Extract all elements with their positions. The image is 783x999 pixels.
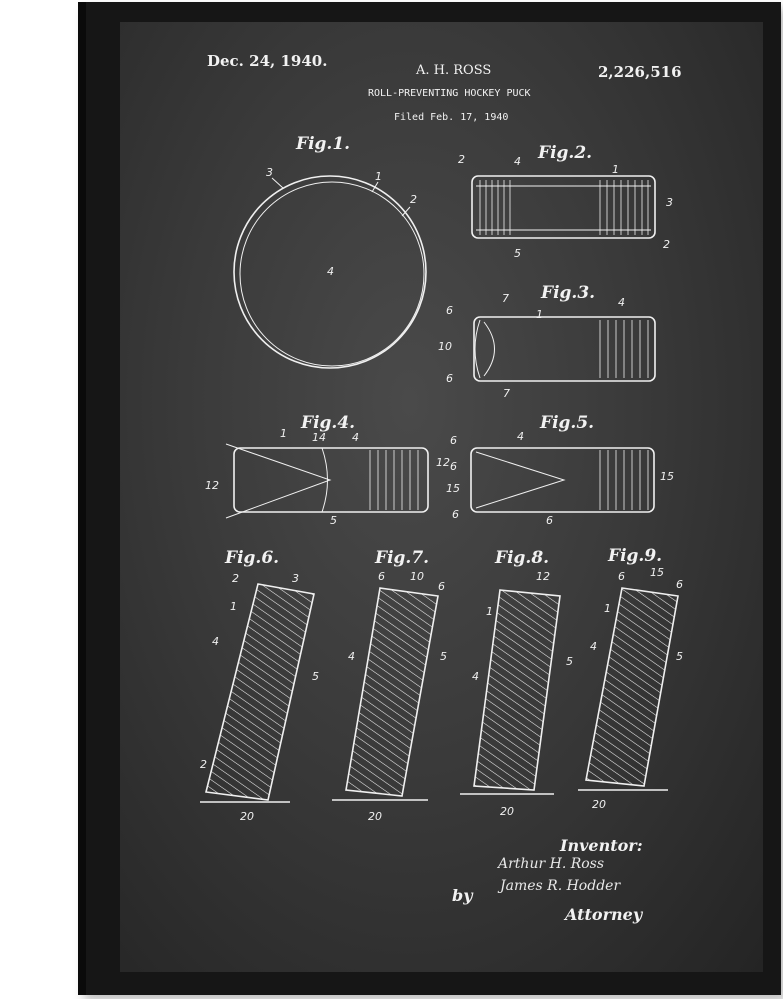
svg-text:2: 2	[458, 153, 465, 166]
fig8-label: Fig.8.	[495, 548, 550, 568]
svg-text:1: 1	[604, 602, 611, 615]
svg-text:5: 5	[440, 650, 447, 663]
svg-text:20: 20	[500, 805, 514, 818]
patent-filed: Filed Feb. 17, 1940	[394, 112, 509, 123]
svg-text:6: 6	[618, 570, 625, 583]
fig3-label: Fig.3.	[541, 283, 596, 303]
fig5-label: Fig.5.	[540, 413, 595, 433]
svg-text:3: 3	[266, 166, 273, 179]
fig1-puck-top-view: 4 3 1 2	[233, 166, 427, 369]
fig2-puck-side-view: 2 4 1 3 2 5	[458, 153, 673, 260]
svg-text:4: 4	[517, 430, 524, 443]
svg-text:12: 12	[205, 479, 219, 492]
svg-text:15: 15	[446, 482, 460, 495]
svg-text:5: 5	[514, 247, 521, 260]
fig3-puck-side-view: 6 7 1 4 10 6 7	[438, 292, 656, 400]
svg-text:2: 2	[232, 572, 239, 585]
fig6-tilted-puck: 2 3 1 4 5 2 20	[200, 572, 319, 823]
svg-text:10: 10	[410, 570, 424, 583]
svg-text:4: 4	[514, 155, 521, 168]
svg-text:5: 5	[676, 650, 683, 663]
fig8-tilted-puck: 12 1 4 5 20	[460, 570, 573, 818]
svg-text:4: 4	[212, 635, 219, 648]
attorney-label: Attorney	[565, 905, 643, 924]
fig4-label: Fig.4.	[301, 413, 356, 433]
svg-text:14: 14	[312, 431, 326, 444]
svg-text:4: 4	[352, 431, 359, 444]
svg-text:2: 2	[410, 193, 417, 206]
fig4-puck-side-view: 1 14 4 12 12 5	[205, 427, 450, 527]
svg-text:1: 1	[230, 600, 237, 613]
svg-text:6: 6	[438, 580, 445, 593]
fig6-label: Fig.6.	[225, 548, 280, 568]
patent-title: ROLL-PREVENTING HOCKEY PUCK	[368, 88, 531, 99]
svg-text:1: 1	[486, 605, 493, 618]
patent-date: Dec. 24, 1940.	[207, 52, 328, 70]
svg-text:15: 15	[650, 566, 664, 579]
svg-text:6: 6	[676, 578, 683, 591]
chalkboard-print	[120, 22, 763, 972]
svg-text:4: 4	[327, 265, 334, 278]
svg-text:5: 5	[312, 670, 319, 683]
attorney-signature: James R. Hodder	[500, 878, 621, 894]
svg-text:12: 12	[536, 570, 550, 583]
svg-text:3: 3	[666, 196, 673, 209]
svg-text:1: 1	[280, 427, 287, 440]
svg-text:6: 6	[378, 570, 385, 583]
svg-text:6: 6	[450, 434, 457, 447]
svg-text:4: 4	[590, 640, 597, 653]
patent-number: 2,226,516	[598, 63, 682, 81]
by-label: by	[452, 886, 473, 905]
svg-text:1: 1	[536, 308, 543, 321]
fig9-label: Fig.9.	[608, 546, 663, 566]
svg-text:6: 6	[452, 508, 459, 521]
canvas-frame-edge	[78, 2, 86, 995]
svg-text:7: 7	[502, 292, 509, 305]
svg-text:4: 4	[472, 670, 479, 683]
svg-text:5: 5	[330, 514, 337, 527]
svg-text:12: 12	[436, 456, 450, 469]
svg-text:10: 10	[438, 340, 452, 353]
svg-text:6: 6	[446, 372, 453, 385]
svg-text:4: 4	[348, 650, 355, 663]
svg-text:2: 2	[663, 238, 670, 251]
svg-text:3: 3	[292, 572, 299, 585]
svg-text:6: 6	[546, 514, 553, 527]
svg-text:7: 7	[503, 387, 510, 400]
svg-text:15: 15	[660, 470, 674, 483]
svg-text:6: 6	[450, 460, 457, 473]
svg-text:2: 2	[200, 758, 207, 771]
fig2-label: Fig.2.	[538, 143, 593, 163]
svg-text:20: 20	[240, 810, 254, 823]
fig5-puck-side-view: 6 4 6 15 15 6 6	[446, 430, 674, 527]
patent-inventor-header: A. H. ROSS	[416, 63, 492, 78]
fig7-tilted-puck: 6 10 6 4 5 20	[332, 570, 447, 823]
fig7-label: Fig.7.	[375, 548, 430, 568]
svg-text:20: 20	[368, 810, 382, 823]
fig9-tilted-puck: 6 15 6 1 4 5 20	[578, 566, 683, 811]
inventor-label: Inventor:	[560, 836, 643, 855]
inventor-signature: Arthur H. Ross	[498, 856, 605, 872]
svg-text:5: 5	[566, 655, 573, 668]
svg-text:4: 4	[618, 296, 625, 309]
svg-text:20: 20	[592, 798, 606, 811]
svg-text:1: 1	[612, 163, 619, 176]
fig1-label: Fig.1.	[296, 134, 351, 154]
svg-text:1: 1	[375, 170, 382, 183]
svg-text:6: 6	[446, 304, 453, 317]
